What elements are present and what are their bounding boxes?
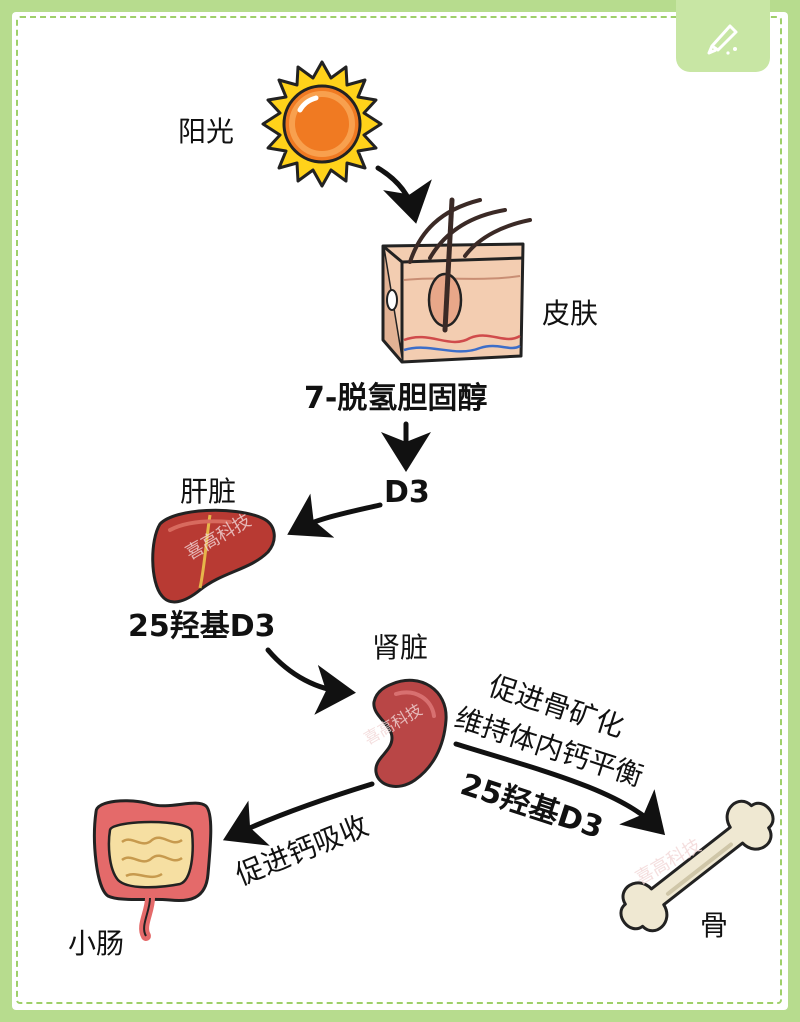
liver-icon [151,508,276,604]
label-skin: 皮肤 [542,297,599,330]
pen-icon [707,24,738,55]
skin-icon [381,197,532,364]
arrow-sun-to-skin [375,165,432,224]
label-liver: 肝脏 [180,475,237,508]
corner-tab [676,0,770,72]
label-d3: D3 [384,475,430,510]
label-kidney: 肾脏 [372,631,429,664]
bone-icon [619,799,775,933]
label-small-intestine: 小肠 [68,927,125,960]
kidney-icon [372,678,448,788]
arrow-kidney-to-intestine [222,781,375,846]
arrow-d3-to-liver [287,493,383,538]
label-bone: 骨 [700,909,729,942]
label-dehydrocholesterol: 7-脱氢胆固醇 [304,381,488,416]
label-sunlight: 阳光 [178,115,235,148]
arrow-kidney-to-bone [453,741,666,836]
label-hydroxy-d3: 25羟基D3 [128,609,276,644]
sun-icon [261,60,383,188]
arrow-liver-to-kidney [265,647,356,715]
small-intestine-icon [93,799,213,941]
